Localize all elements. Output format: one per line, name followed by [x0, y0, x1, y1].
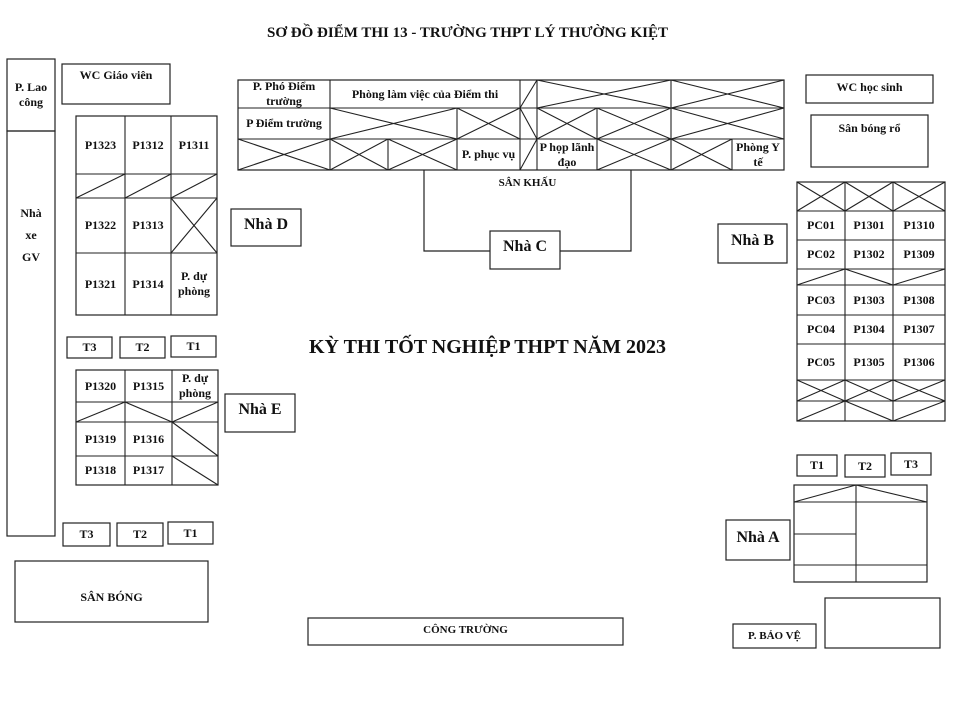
room: P1310 [903, 218, 935, 232]
room: P1317 [132, 463, 165, 477]
toilet: T2 [857, 458, 872, 473]
basketball-court: Sân bóng rổ [838, 120, 901, 135]
building-c-label: Nhà C [502, 237, 547, 255]
room: P1309 [903, 247, 935, 261]
lao-cong-room: P. Lao công [14, 80, 48, 109]
toilet: T3 [82, 340, 97, 354]
toilet: T1 [809, 458, 824, 472]
room: P1308 [903, 292, 935, 307]
building-e-label: Nhà E [238, 400, 282, 418]
teacher-parking: Nhà xe GV [20, 206, 42, 264]
room: P1315 [132, 378, 165, 393]
room: P1306 [903, 354, 935, 369]
room: P họp lãnh đạo [539, 139, 595, 169]
building-a-label: Nhà A [736, 528, 780, 546]
building-b-label: Nhà B [730, 231, 775, 249]
student-wc: WC học sinh [836, 79, 903, 94]
room: P Điểm trường [246, 116, 322, 130]
room: PC01 [807, 218, 835, 232]
room: PC05 [807, 354, 835, 369]
room: P1304 [853, 322, 885, 336]
building-d-label: Nhà D [243, 215, 288, 233]
room: P1303 [853, 292, 885, 307]
room: P1301 [853, 218, 885, 232]
room: P1316 [132, 431, 165, 446]
toilet: T1 [183, 525, 198, 540]
room: P1307 [903, 322, 935, 336]
map-title: SƠ ĐỒ ĐIỂM THI 13 - TRƯỜNG THPT LÝ THƯỜN… [267, 25, 668, 41]
room: P1305 [853, 354, 885, 369]
room: P1314 [132, 276, 164, 291]
room: P. phục vụ [461, 147, 516, 161]
guard-room: P. BẢO VỆ [748, 629, 801, 642]
room: Phòng Y tế [736, 139, 780, 169]
room: P1302 [853, 247, 885, 261]
room: P1319 [84, 431, 117, 446]
room: P1312 [132, 137, 164, 152]
room: P1320 [84, 378, 117, 393]
football-field: SÂN BÓNG [80, 589, 143, 604]
toilet: T3 [903, 456, 918, 471]
construction-site: CÔNG TRƯỜNG [423, 623, 508, 636]
stage: SÂN KHẤU [498, 176, 557, 189]
toilet: T2 [135, 340, 150, 354]
room: P1321 [84, 276, 117, 291]
room: P. dự phòng [178, 371, 212, 400]
room: P. Phó Điểm trường [252, 79, 316, 108]
room: PC02 [807, 247, 835, 261]
teacher-wc: WC Giáo viên [79, 67, 153, 82]
toilet: T3 [79, 527, 94, 541]
room: P. dự phòng [177, 269, 211, 298]
room: P1322 [84, 218, 117, 232]
exam-title: KỲ THI TỐT NGHIỆP THPT NĂM 2023 [308, 336, 667, 358]
room: Phòng làm việc của Điểm thi [351, 86, 499, 101]
room: P1323 [84, 137, 117, 152]
toilet: T1 [186, 339, 201, 353]
room: P1318 [84, 463, 117, 477]
room: PC04 [807, 322, 835, 336]
room: PC03 [807, 292, 835, 307]
room: P1311 [178, 137, 210, 152]
toilet: T2 [132, 527, 147, 541]
room: P1313 [132, 218, 164, 232]
